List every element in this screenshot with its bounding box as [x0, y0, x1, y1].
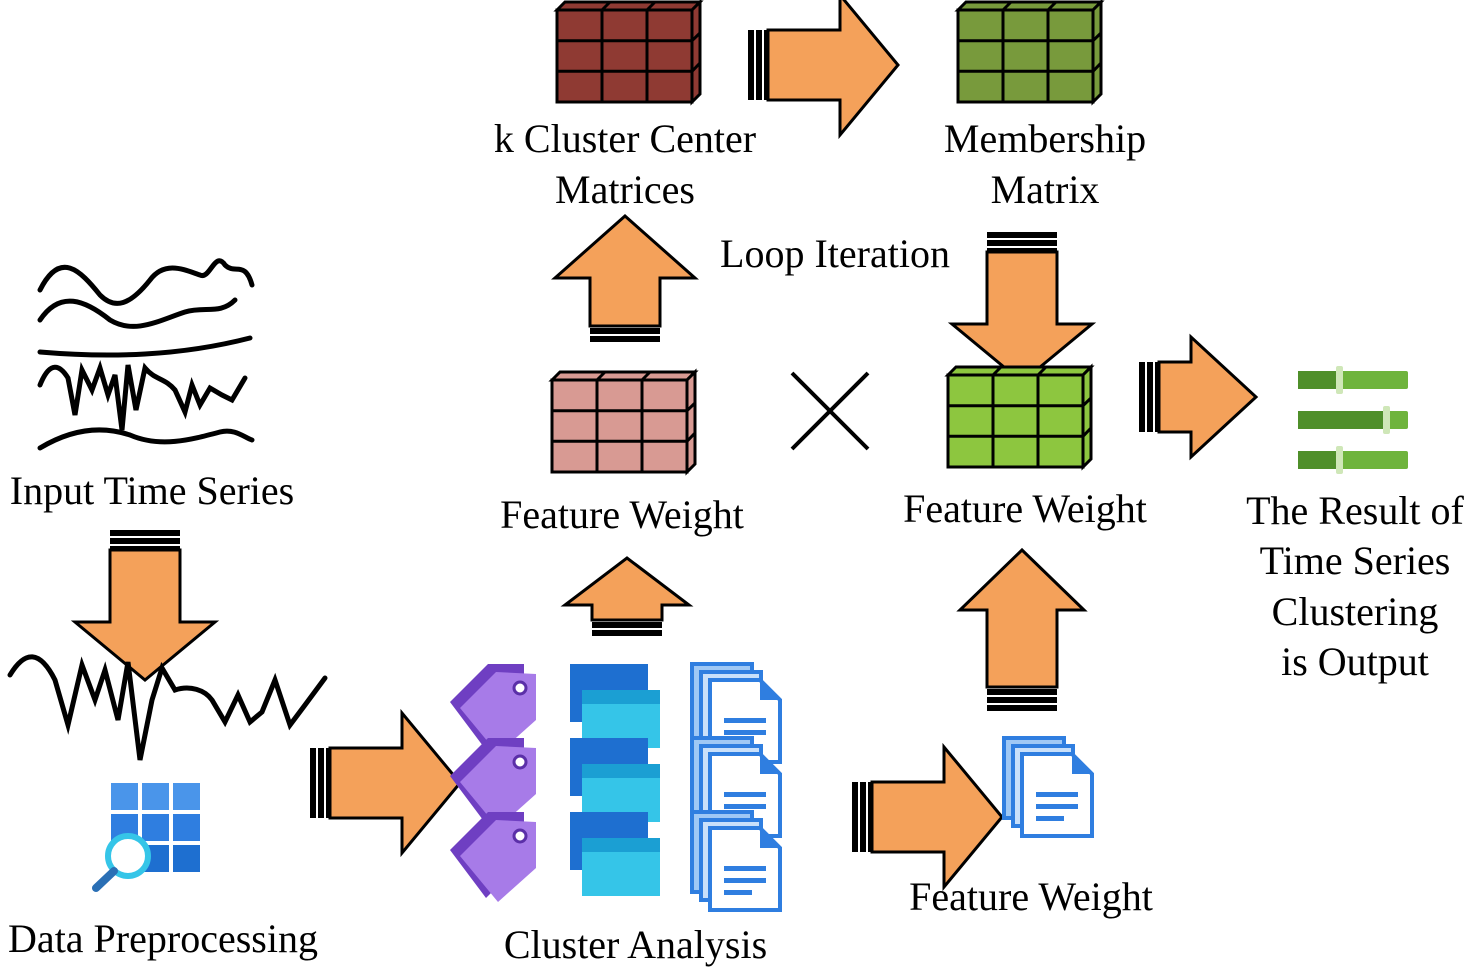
feature-weight-matrix-pink — [550, 370, 697, 474]
cluster-center-matrix-red — [555, 0, 702, 104]
result-title-line3: Clustering — [1271, 589, 1439, 634]
feature-weight-matrix-green — [946, 365, 1093, 469]
loop-iteration-label: Loop Iteration — [720, 231, 950, 276]
membership-title-line1: Membership — [943, 116, 1147, 161]
feature-weight-right-label: Feature Weight — [903, 486, 1147, 531]
cluster-documents-icon — [692, 664, 780, 910]
arrow-cluster-to-pink-matrix — [560, 556, 694, 636]
slider-settings-icon — [1298, 366, 1408, 474]
result-title-line2: Time Series — [1259, 538, 1451, 583]
search-grid-icon — [92, 783, 201, 892]
multiply-icon — [790, 371, 870, 451]
preprocessed-wave — [7, 654, 328, 761]
arrow-preprocess-to-cluster — [308, 711, 462, 855]
arrow-doc-to-weight-matrix — [956, 547, 1088, 711]
arrow-pink-to-red-matrix — [553, 214, 697, 344]
feature-weight-center-label: Feature Weight — [500, 492, 744, 537]
result-title-line1: The Result of — [1246, 488, 1464, 533]
membership-title-line2: Matrix — [990, 167, 1100, 212]
cluster-tags-icon — [448, 662, 538, 904]
arrow-weight-to-result — [1139, 333, 1259, 461]
input-time-series-label: Input Time Series — [9, 468, 295, 513]
cluster-analysis-label: Cluster Analysis — [503, 922, 768, 967]
cluster-panels-icon — [570, 664, 660, 896]
result-title-line4: is Output — [1281, 639, 1429, 684]
membership-matrix-green — [956, 0, 1103, 104]
feature-weight-document-icon — [1004, 738, 1092, 836]
cluster-center-title-line2: Matrices — [555, 167, 695, 212]
arrow-cluster-to-feature-doc — [850, 745, 1004, 889]
input-time-series-waves — [37, 258, 255, 451]
cluster-center-title-line1: k Cluster Center — [493, 116, 757, 161]
arrow-input-to-preprocess — [73, 528, 217, 682]
feature-weight-bottom-label: Feature Weight — [909, 874, 1153, 919]
data-preprocessing-label: Data Preprocessing — [8, 916, 318, 961]
arrow-membership-to-weight — [950, 230, 1094, 384]
